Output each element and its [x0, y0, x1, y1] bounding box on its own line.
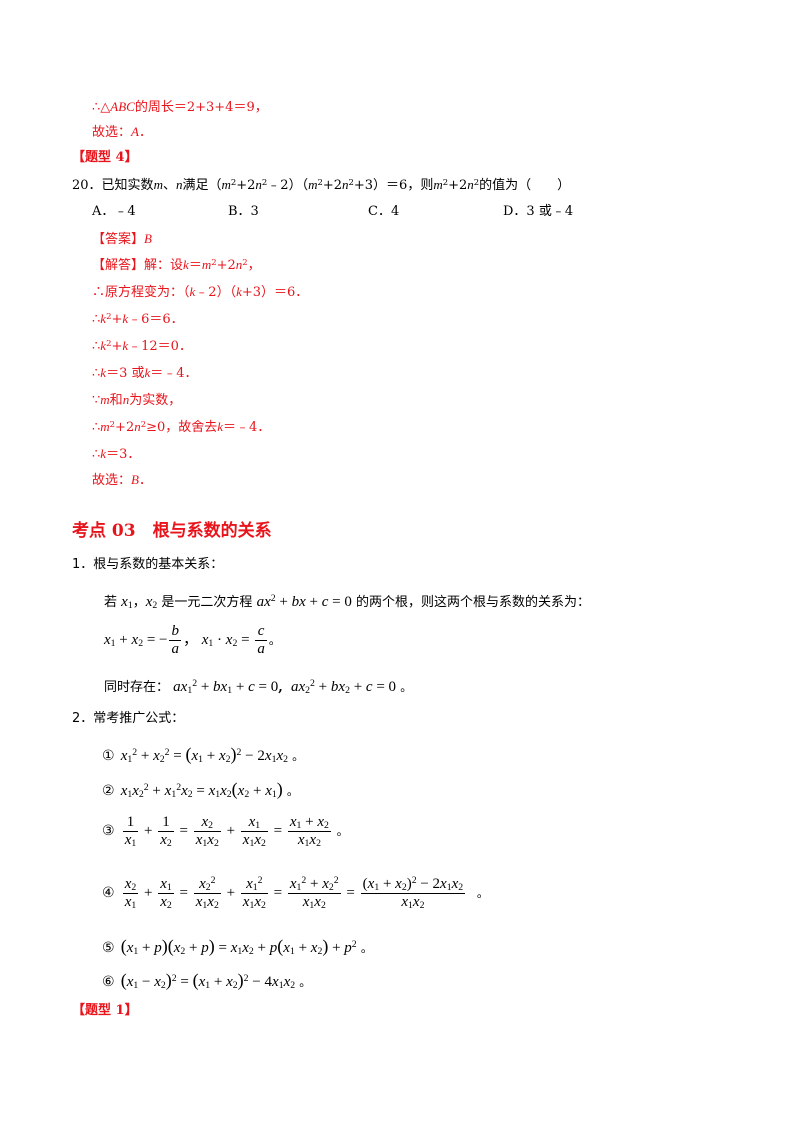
solution-line-6: ∵m和n为实数，: [92, 392, 182, 408]
option-c: C．4: [368, 204, 400, 219]
perimeter-line: ∴△ABC的周长＝2+3+4＝9，: [92, 99, 268, 115]
coexist-statement: 同时存在： ax12 + bx1 + c = 0, ax22 + bx2 + c…: [104, 678, 413, 696]
answer-line: 【答案】B: [92, 231, 152, 247]
option-d: D．3 或﹣4: [503, 204, 574, 219]
solution-line-7: ∴m2+2n2≥0，故舍去k＝﹣4．: [92, 418, 271, 435]
type-4-tag: 【题型 4】: [72, 150, 138, 165]
solution-line-2: ∴原方程变为：（k﹣2）（k+3）＝6．: [92, 284, 309, 300]
item-2-heading: 2．常考推广公式：: [72, 711, 185, 726]
solution-line-8: ∴k＝3．: [92, 446, 141, 462]
solution-line-4: ∴k2+k﹣12＝0．: [92, 337, 192, 354]
formula-5: ⑤ (x1 + p)(x2 + p) = x1x2 + p(x1 + x2) +…: [102, 936, 373, 957]
option-a: A．﹣4: [92, 204, 136, 219]
choose-line-b: 故选：B．: [92, 472, 152, 488]
section-title: 考点 03 根与系数的关系: [72, 521, 272, 541]
solution-line-3: ∴k2+k﹣6＝6．: [92, 310, 184, 327]
option-b: B．3: [228, 204, 259, 219]
item-1-heading: 1．根与系数的基本关系：: [72, 557, 224, 572]
formula-1: ① x12 + x22 = (x1 + x2)2 − 2x1x2 。: [102, 744, 305, 765]
type-1-tag: 【题型 1】: [72, 1003, 138, 1018]
solution-line-5: ∴k＝3 或k＝﹣4．: [92, 365, 198, 381]
solution-line-1: 【解答】解：设k＝m2+2n2，: [92, 256, 261, 273]
formula-2: ② x1x22 + x12x2 = x1x2(x2 + x1) 。: [102, 779, 299, 800]
root-statement: 若 x1，x2 是一元二次方程 ax2 + bx + c = 0 的两个根，则这…: [104, 593, 591, 611]
question-20: 20．已知实数m、n满足（m2+2n2﹣2）（m2+2n2+3）＝6，则m2+2…: [72, 176, 571, 193]
formula-6: ⑥ (x1 − x2)2 = (x1 + x2)2 − 4x1x2 。: [102, 970, 312, 991]
choose-line-a: 故选：A．: [92, 124, 152, 140]
